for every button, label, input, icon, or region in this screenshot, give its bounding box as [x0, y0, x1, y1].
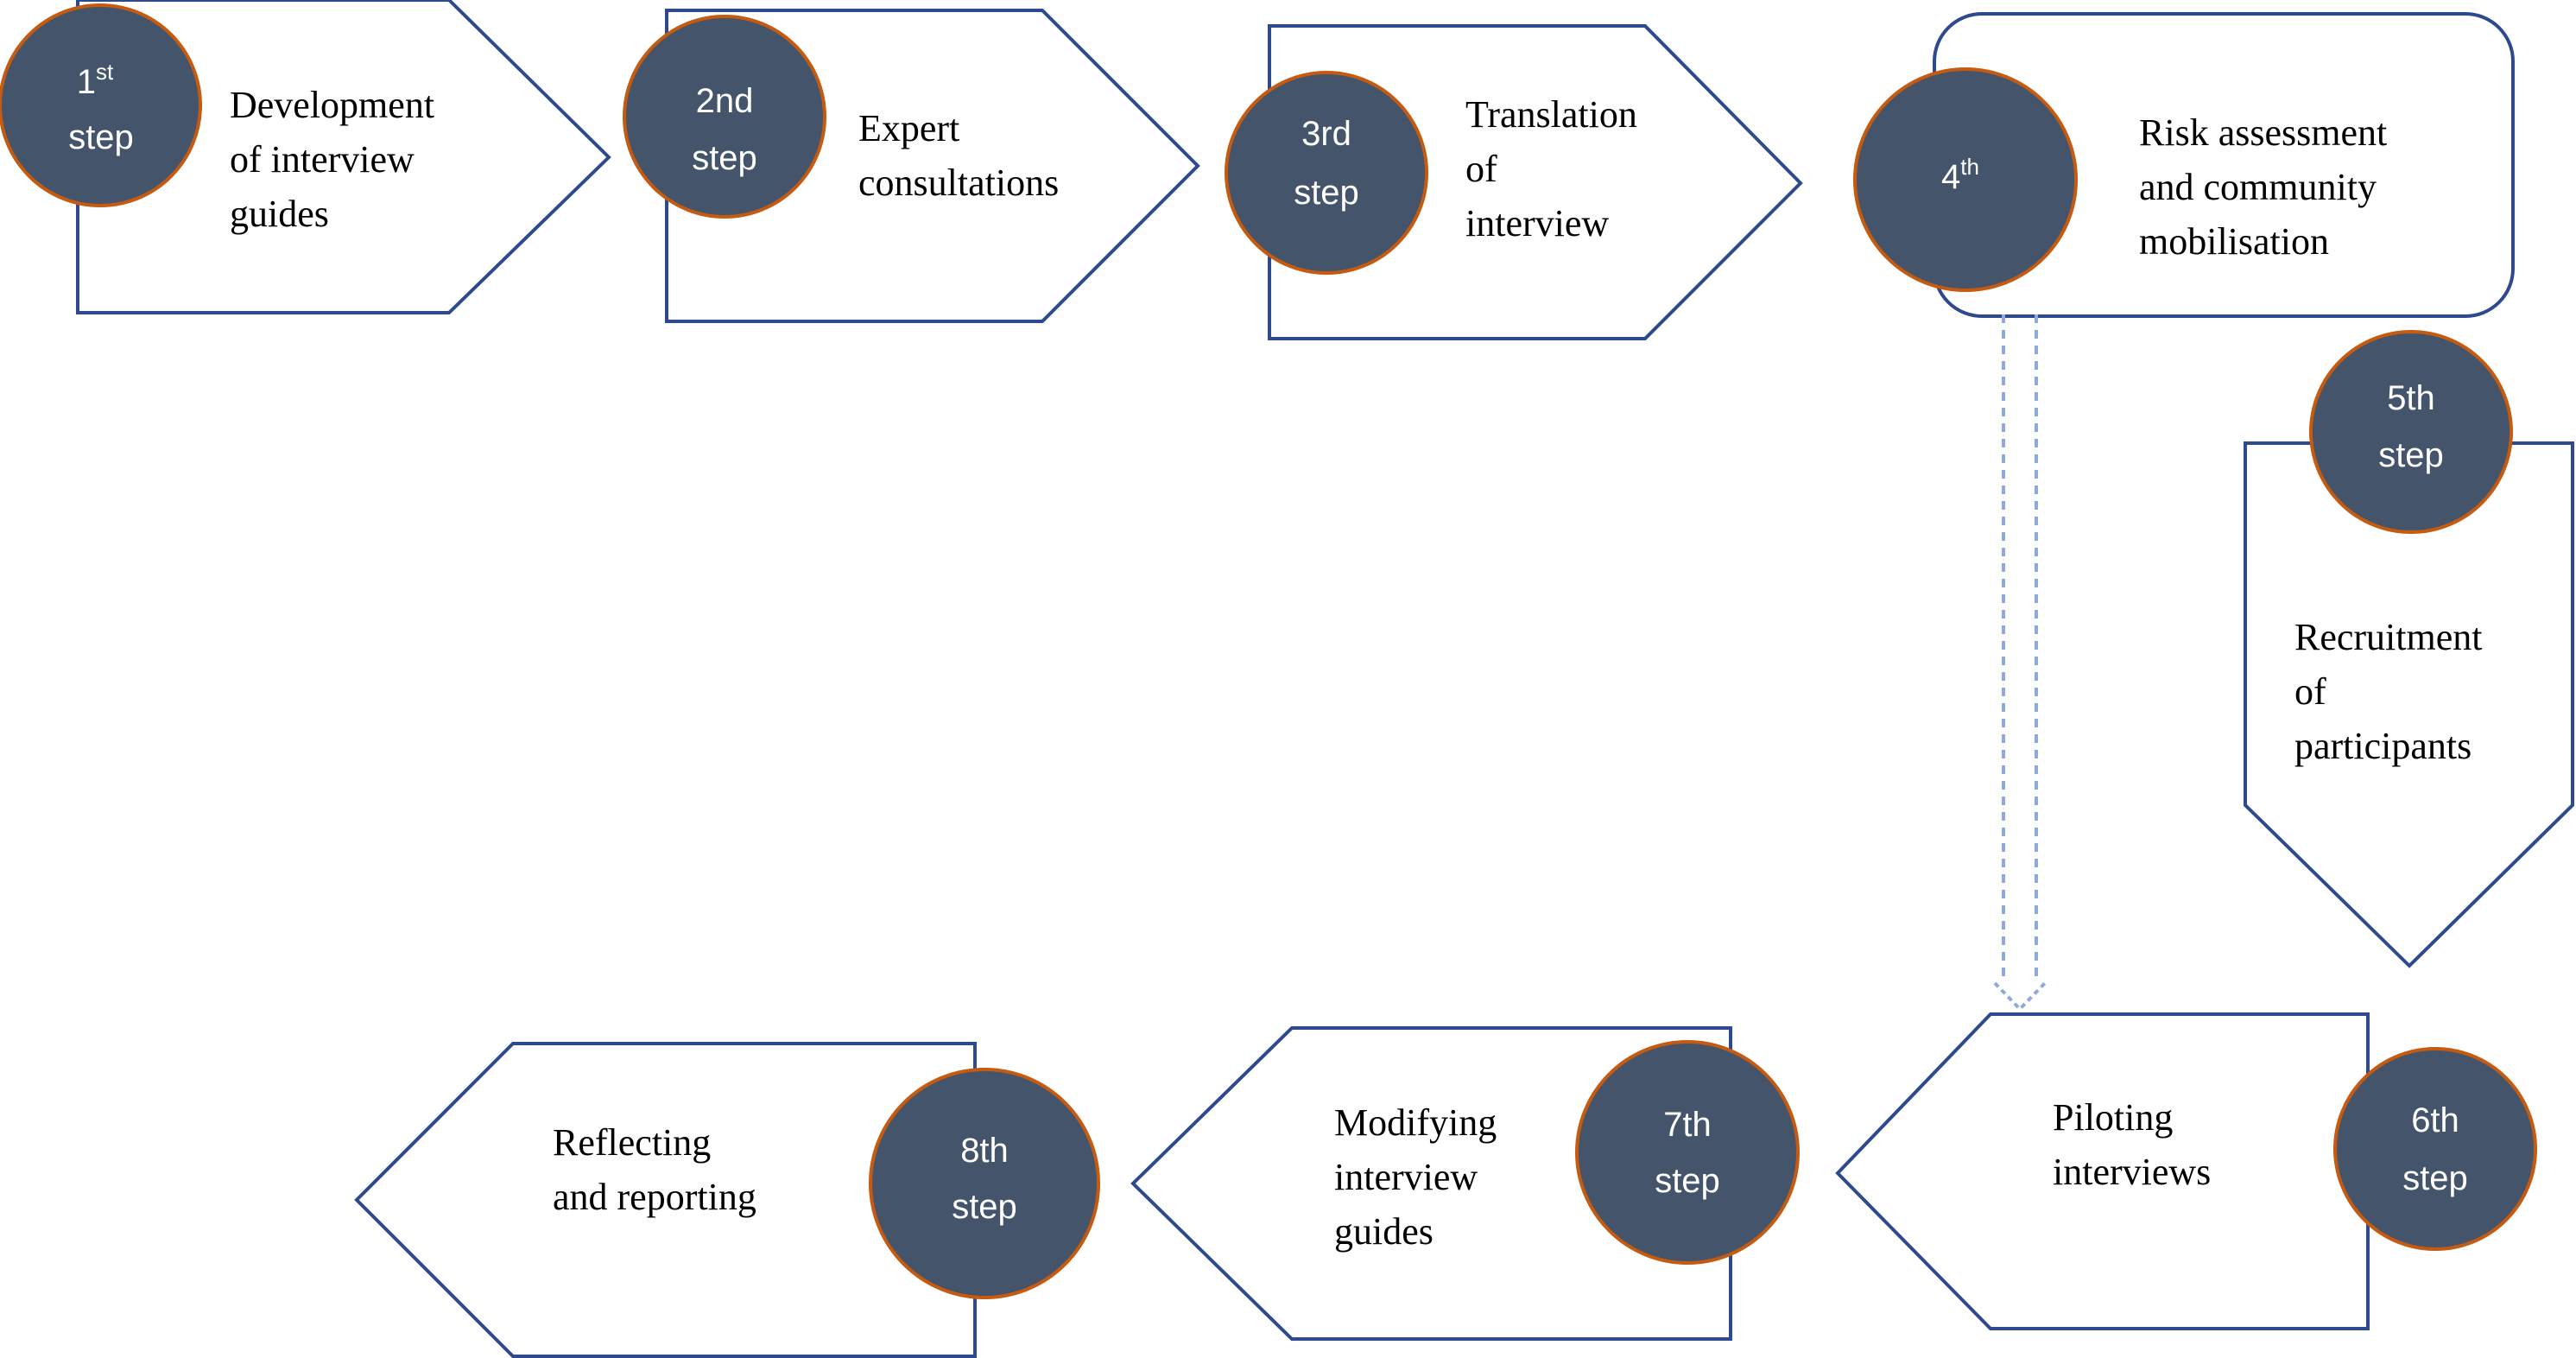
step-4-badge-line1: 4th: [1941, 154, 1979, 196]
step-7-badge-line2: step: [1655, 1162, 1720, 1200]
step-4-label: Risk assessment and community mobilisati…: [2139, 111, 2396, 263]
connector-step4-to-step6: [1993, 314, 2047, 1012]
step-7-label: Modifying interview guides: [1334, 1101, 1506, 1253]
step-5-shape: [2244, 441, 2574, 968]
step-3-shape: [1268, 24, 1803, 340]
step-3: 3rd step Translation of interview: [1225, 24, 1803, 340]
step-6: 6th step Piloting interviews: [1835, 1012, 2537, 1330]
step-2-badge-line2: step: [692, 139, 757, 177]
step-3-badge-line2: step: [1294, 174, 1359, 212]
step-3-badge-line1: 3rd: [1301, 115, 1351, 153]
step-5: 5th step Recruitment of participants: [2244, 330, 2574, 968]
step-8: 8th step Reflecting and reporting: [354, 1042, 1100, 1358]
step-4: 4th Risk assessment and community mobili…: [1853, 12, 2515, 318]
step-3-badge: [1225, 71, 1428, 275]
step-8-shape: [354, 1042, 977, 1358]
step-8-label: Reflecting and reporting: [553, 1121, 756, 1218]
step-1-shape: [76, 0, 611, 314]
step-7-shape: [1130, 1026, 1732, 1341]
step-6-badge: [2333, 1047, 2537, 1251]
step-7: 7th step Modifying interview guides: [1130, 1026, 1800, 1341]
step-3-label: Translation of interview: [1465, 93, 1647, 244]
step-6-badge-line2: step: [2402, 1159, 2468, 1197]
step-2-badge-line1: 2nd: [696, 82, 754, 120]
step-7-badge: [1575, 1040, 1800, 1265]
step-6-badge-line1: 6th: [2411, 1101, 2459, 1139]
step-4-badge: [1853, 67, 2078, 292]
connector-arrowhead: [1993, 981, 2047, 1012]
step-5-badge-line1: 5th: [2387, 379, 2435, 417]
step-1-label: Development of interview guides: [230, 84, 444, 235]
step-1-badge-line2: step: [68, 118, 134, 156]
step-5-label: Recruitment of participants: [2294, 616, 2492, 767]
step-1-badge: [0, 3, 202, 207]
step-5-badge-line2: step: [2378, 436, 2444, 474]
step-6-label: Piloting interviews: [2053, 1096, 2211, 1193]
step-6-shape: [1835, 1012, 2370, 1330]
step-5-badge: [2309, 330, 2513, 534]
step-8-badge-line2: step: [952, 1188, 1017, 1226]
step-2-badge: [623, 15, 826, 219]
step-8-badge: [869, 1068, 1100, 1299]
step-1-badge-line1: 1st: [77, 59, 114, 101]
step-1: 1st step Development of interview guides: [0, 0, 611, 314]
step-2-label: Expert consultations: [858, 107, 1059, 204]
step-8-badge-line1: 8th: [960, 1132, 1009, 1170]
step-2: 2nd step Expert consultations: [623, 9, 1200, 323]
step-7-badge-line1: 7th: [1663, 1106, 1712, 1144]
